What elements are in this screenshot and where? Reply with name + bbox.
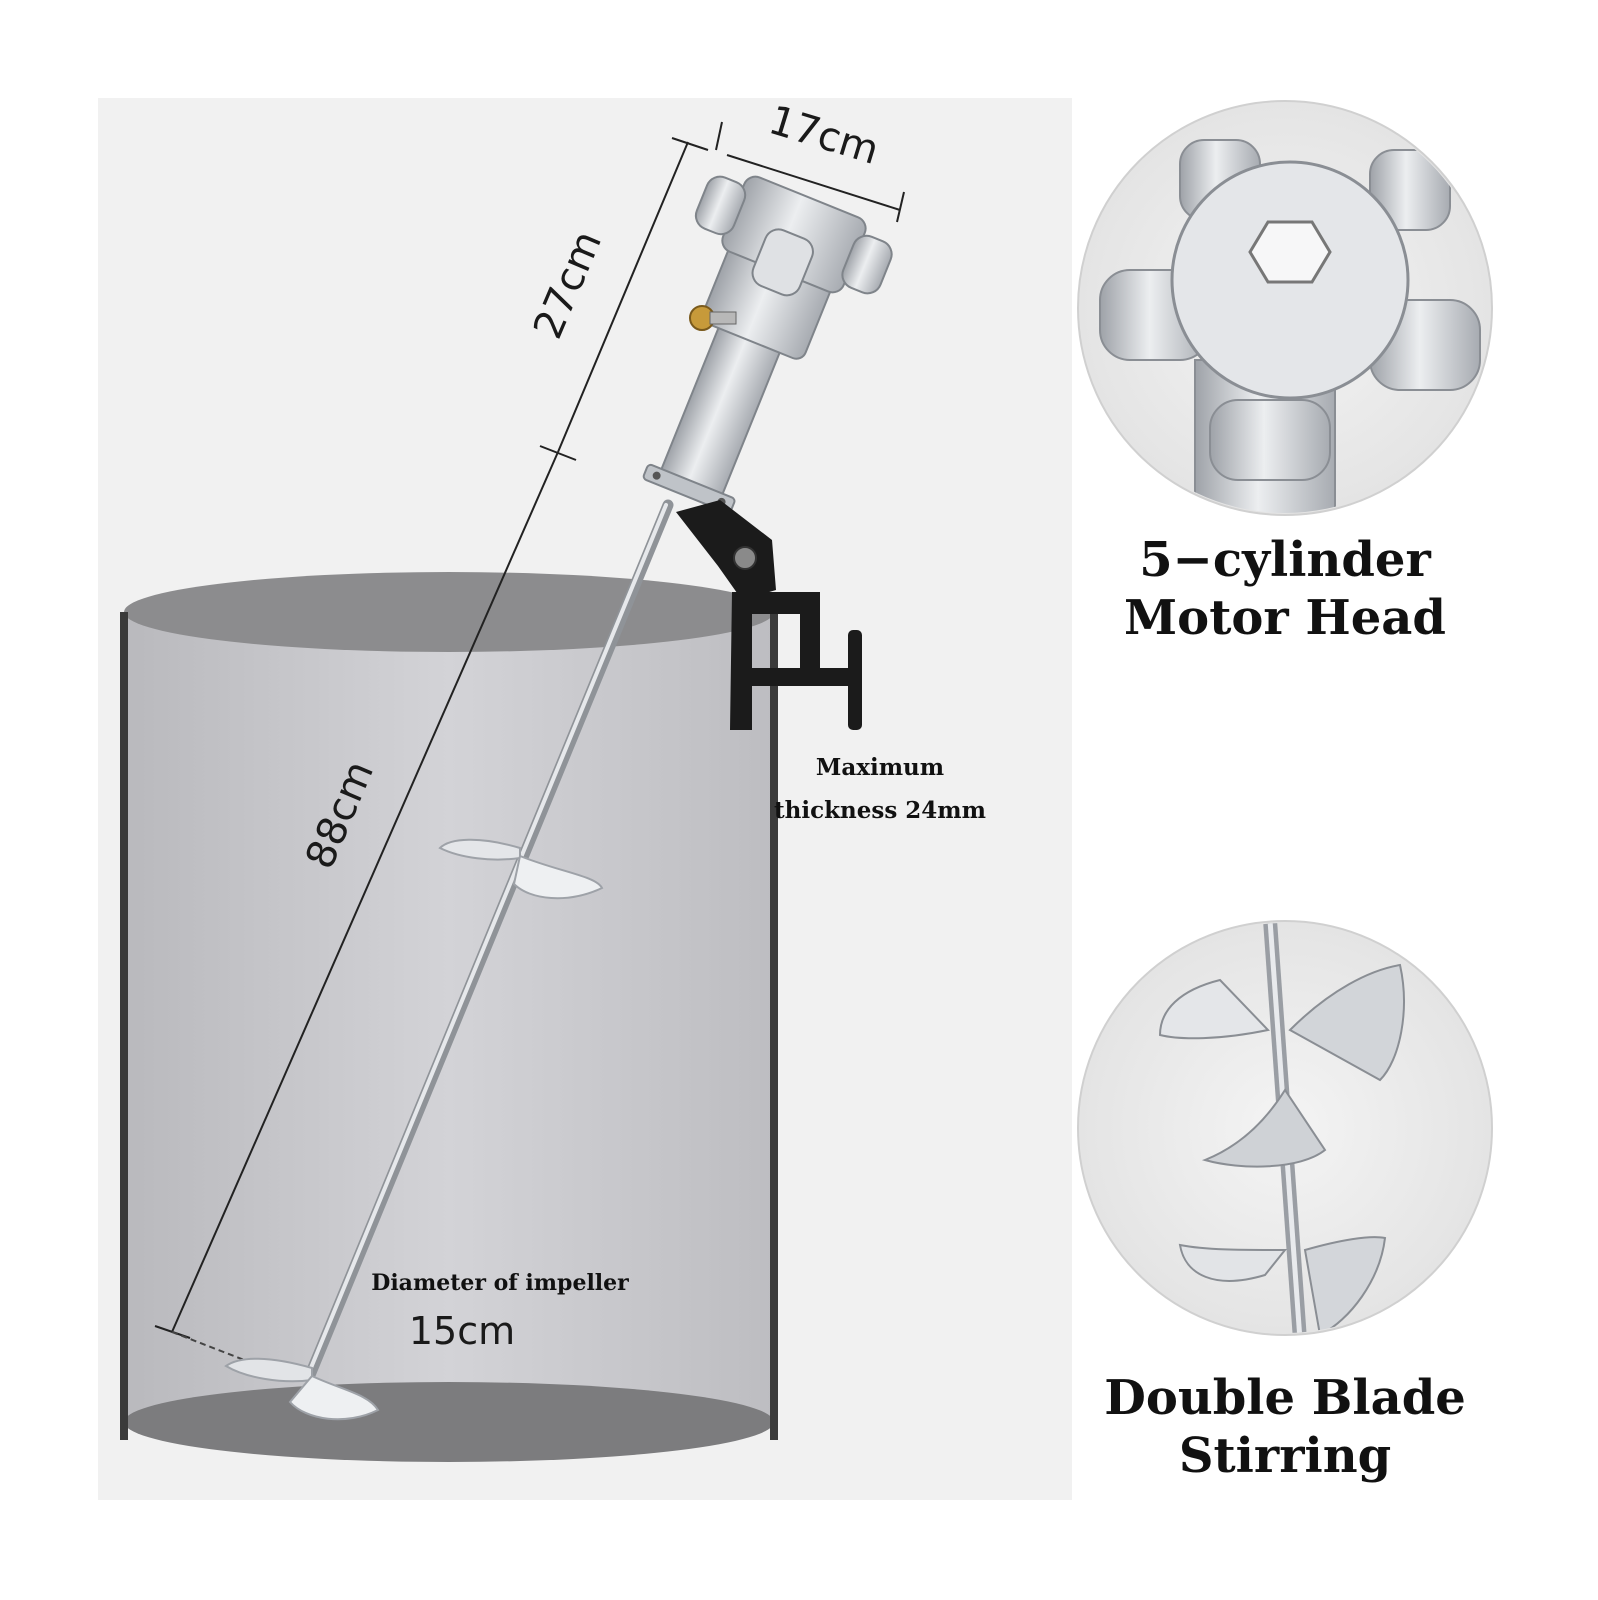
motor-head	[642, 175, 893, 514]
mixer-shaft	[304, 499, 674, 1381]
clamp-note-line2: thickness 24mm	[774, 797, 986, 824]
barrel-clamp	[676, 500, 862, 730]
motor-head-closeup	[1077, 100, 1493, 516]
feature-caption-motor-head: 5−cylinder Motor Head	[1080, 532, 1490, 647]
impeller-diameter-value: 15cm	[409, 1309, 515, 1353]
barrel	[120, 572, 778, 1462]
feature-caption-double-blade: Double Blade Stirring	[1070, 1370, 1500, 1485]
feature-caption-motor-head-line2: Motor Head	[1124, 589, 1446, 646]
feature-caption-double-blade-line1: Double Blade	[1104, 1370, 1466, 1426]
clamp-note-line1: Maximum	[816, 754, 944, 781]
lower-impeller	[224, 1357, 380, 1421]
air-inlet-fitting	[689, 305, 737, 331]
feature-caption-motor-head-line1: 5−cylinder	[1139, 532, 1431, 588]
impeller-diameter-title: Diameter of impeller	[371, 1270, 629, 1296]
upper-impeller	[438, 838, 604, 900]
feature-caption-double-blade-line2: Stirring	[1178, 1427, 1392, 1484]
double-blade-closeup	[1077, 920, 1493, 1336]
